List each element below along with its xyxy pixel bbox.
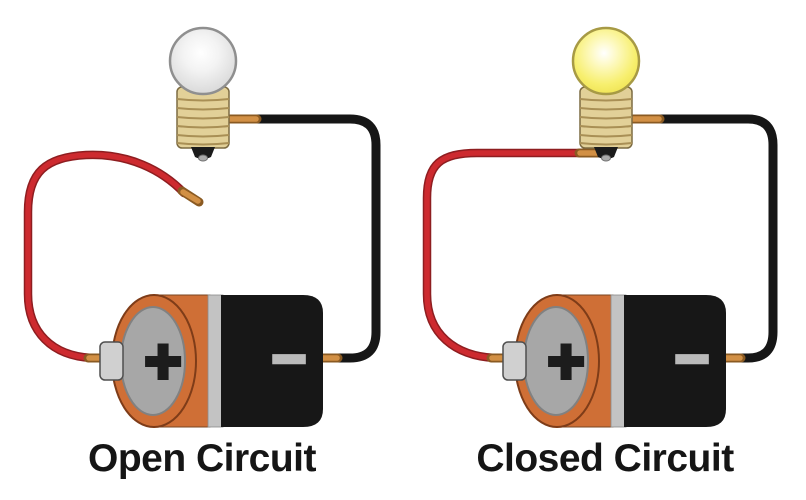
battery-minus-symbol: − — [674, 325, 709, 392]
bulb-bottom-contact — [191, 147, 215, 159]
battery-plus-symbol: + — [547, 325, 584, 397]
battery-minus-symbol: − — [271, 325, 306, 392]
bulb-base-threads — [579, 98, 633, 146]
battery-band — [610, 294, 627, 428]
closed-circuit-illustration: + − Closed Circuit — [422, 26, 778, 480]
battery-band — [207, 294, 224, 428]
light-bulb-off — [168, 26, 238, 162]
red-wire-bare-tip — [177, 186, 204, 207]
bulb-base-threads — [176, 98, 230, 146]
battery: + − — [99, 294, 323, 428]
bulb-solder-dot — [198, 154, 208, 162]
bulb-globe-on — [571, 26, 641, 96]
battery-positive-terminal-nub — [99, 341, 124, 381]
battery-plus-symbol: + — [144, 325, 181, 397]
battery-black-section — [624, 295, 726, 427]
closed-circuit-figure: + − Closed Circuit — [403, 0, 806, 500]
battery: + − — [502, 294, 726, 428]
battery-black-section — [221, 295, 323, 427]
black-wire — [247, 114, 381, 363]
red-wire-disconnected — [23, 150, 189, 363]
bulb-bottom-contact — [594, 147, 618, 159]
open-circuit-label: Open Circuit — [88, 437, 317, 480]
closed-circuit-label: Closed Circuit — [476, 437, 734, 480]
red-wire-connected — [422, 148, 586, 363]
open-circuit-illustration: + − Open Circuit — [23, 26, 381, 480]
light-bulb-on — [571, 26, 641, 162]
bulb-solder-dot — [601, 154, 611, 162]
open-circuit-figure: + − Open Circuit — [23, 26, 381, 480]
battery-positive-terminal-nub — [502, 341, 527, 381]
black-wire — [650, 114, 778, 363]
bulb-globe-off — [168, 26, 238, 96]
